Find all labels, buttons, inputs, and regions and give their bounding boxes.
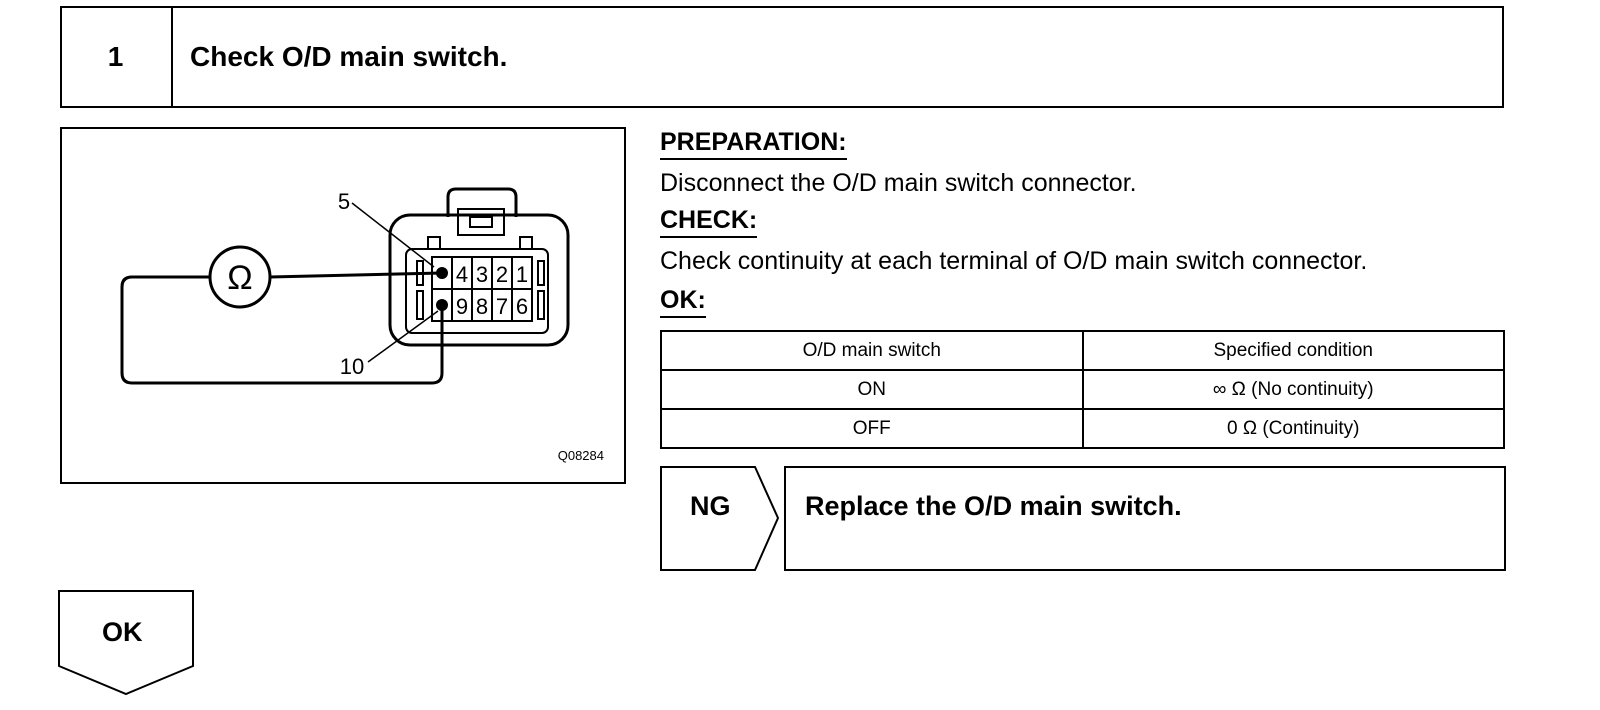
ng-label: NG (690, 491, 731, 521)
side-slot-left-2 (416, 290, 424, 320)
pin-6: 6 (516, 294, 528, 319)
test-lead-pin-5 (269, 271, 443, 279)
step-header-divider (171, 6, 173, 108)
step-title: Check O/D main switch. (190, 41, 508, 72)
cell-condition-on: ∞ Ω (No continuity) (1081, 369, 1505, 410)
ok-label: OK (102, 617, 143, 647)
table-header-row: O/D main switch Specified condition (660, 330, 1505, 371)
figure-code: Q08284 (558, 448, 604, 463)
header-switch: O/D main switch (660, 330, 1084, 371)
pin-1: 1 (516, 262, 528, 287)
ok-result-arrow (58, 590, 194, 696)
key-square-left (427, 236, 441, 250)
pin-3: 3 (476, 262, 488, 287)
ohm-symbol: Ω (227, 259, 252, 297)
ng-result-box (660, 466, 1506, 571)
key-square-right (519, 236, 533, 250)
check-heading: CHECK: (660, 207, 758, 238)
table-row: ON ∞ Ω (No continuity) (660, 369, 1505, 410)
side-slot-right-1 (537, 260, 545, 286)
pin-2: 2 (496, 262, 508, 287)
pin-7: 7 (496, 294, 508, 319)
pin-4: 4 (456, 262, 468, 287)
callout-5-leader (351, 202, 435, 268)
latch-inner (457, 208, 505, 236)
table-row: OFF 0 Ω (Continuity) (660, 408, 1505, 449)
ok-heading: OK: (660, 287, 706, 318)
step-header-box (60, 6, 1504, 108)
callout-10: 10 (340, 354, 364, 379)
connector-diagram: 4 3 2 1 9 8 7 6 Ω 5 10 Q08284 (60, 127, 626, 484)
connector-housing (388, 213, 570, 347)
side-slot-right-2 (537, 290, 545, 320)
connector-inner-body (405, 248, 549, 334)
preparation-text: Disconnect the O/D main switch connector… (660, 169, 1137, 197)
connector-latch (446, 187, 518, 217)
cell-switch-on: ON (660, 369, 1084, 410)
step-number: 1 (107, 41, 124, 72)
pin-9: 9 (456, 294, 468, 319)
latch-slot (469, 216, 493, 228)
cell-condition-off: 0 Ω (Continuity) (1081, 408, 1505, 449)
pin-8: 8 (476, 294, 488, 319)
callout-5: 5 (338, 189, 350, 214)
preparation-heading: PREPARATION: (660, 129, 847, 160)
check-text: Check continuity at each terminal of O/D… (660, 247, 1368, 275)
cell-switch-off: OFF (660, 408, 1084, 449)
header-condition: Specified condition (1081, 330, 1505, 371)
spec-table: O/D main switch Specified condition ON ∞… (660, 330, 1505, 449)
ng-action-text: Replace the O/D main switch. (805, 491, 1182, 521)
callout-10-leader (367, 310, 439, 363)
test-lead-pin-10 (120, 275, 444, 385)
